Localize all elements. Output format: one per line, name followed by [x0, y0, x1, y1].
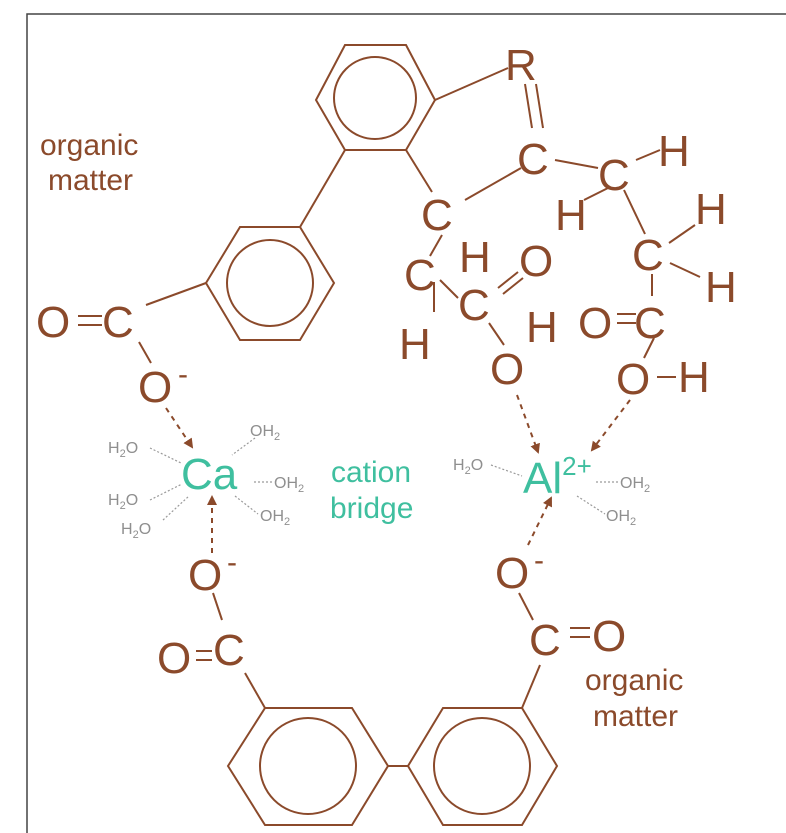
aluminum-ion: Al2+ — [523, 451, 592, 503]
cation-bridge-label-line1: cation — [331, 456, 411, 489]
charge-minus: - — [227, 546, 237, 579]
atom-c: C — [517, 135, 549, 184]
atom-c: C — [102, 298, 134, 347]
bonds — [78, 67, 701, 767]
atom-c: C — [458, 281, 490, 330]
atom-o: O — [519, 237, 553, 286]
water-ligand: H2O — [108, 492, 138, 512]
atom-h: H — [658, 127, 690, 176]
organic-matter-label-bottom-line1: organic — [585, 664, 683, 697]
cation-bridge-label-line2: bridge — [330, 492, 413, 525]
organic-matter-label-top-line2: matter — [48, 164, 133, 197]
atom-c: C — [529, 616, 561, 665]
atom-o: O — [157, 634, 191, 683]
atom-h: H — [695, 185, 727, 234]
water-ligand: OH2 — [274, 475, 304, 495]
atom-o: O — [592, 612, 626, 661]
atom-o: O — [188, 551, 222, 600]
atom-o: O — [138, 363, 172, 412]
charge-minus: - — [178, 358, 188, 391]
atom-c: C — [634, 299, 666, 348]
water-molecules: H2O OH2 OH2 H2O H2O OH2 H2O OH2 OH2 — [108, 423, 650, 541]
water-bonds — [149, 437, 619, 521]
atom-h: H — [705, 263, 737, 312]
benzene-ring-bottom-left — [226, 707, 390, 826]
atom-labels: R C C H H H C H O C O H C C H O C H H O … — [36, 41, 737, 683]
water-ligand: OH2 — [250, 423, 280, 443]
coordination-arrows — [165, 394, 631, 553]
organic-matter-label-top-line1: organic — [40, 129, 138, 162]
atom-r: R — [505, 41, 537, 90]
frame-border — [26, 13, 786, 833]
water-ligand: OH2 — [260, 508, 290, 528]
calcium-ion: Ca — [181, 450, 238, 499]
atom-o: O — [490, 345, 524, 394]
benzene-ring-middle-left — [204, 226, 336, 341]
atom-c: C — [632, 231, 664, 280]
water-ligand: OH2 — [606, 508, 636, 528]
water-ligand: H2O — [121, 521, 151, 541]
atom-o: O — [495, 549, 529, 598]
atom-h: H — [555, 191, 587, 240]
atom-h: H — [678, 353, 710, 402]
benzene-ring-bottom-right — [406, 707, 559, 826]
water-ligand: H2O — [108, 440, 138, 460]
atom-h: H — [459, 233, 491, 282]
atom-o: O — [616, 355, 650, 404]
water-ligand: OH2 — [620, 475, 650, 495]
atom-h: H — [399, 320, 431, 369]
atom-c: C — [404, 251, 436, 300]
atom-c: C — [213, 626, 245, 675]
charge-minus: - — [534, 544, 544, 577]
benzene-ring-top — [314, 44, 437, 151]
organic-matter-label-bottom-line2: matter — [593, 700, 678, 733]
water-ligand: H2O — [453, 457, 483, 477]
atom-c: C — [421, 191, 453, 240]
atom-o: O — [36, 298, 70, 347]
atom-o: O — [578, 299, 612, 348]
atom-c: C — [598, 151, 630, 200]
atom-h: H — [526, 303, 558, 352]
